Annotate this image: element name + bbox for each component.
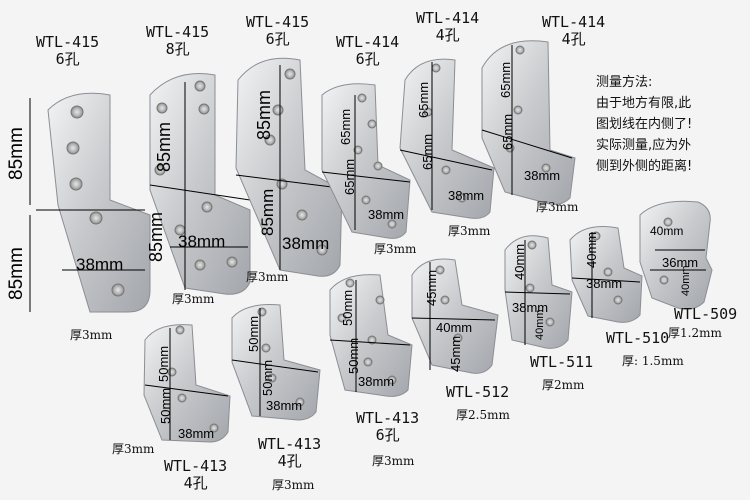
measure-9-leg2: 50mm [346, 337, 361, 374]
thickness-10: 厚2.5mm [456, 408, 510, 422]
measure-5-leg2: 65mm [420, 133, 435, 170]
thickness-2: 厚3mm [172, 292, 215, 306]
thickness-12: 厚: 1.5mm [622, 354, 684, 368]
measure-7-leg1: 50mm [156, 345, 171, 382]
measure-5-leg1: 65mm [416, 81, 431, 118]
measure-6-leg2: 65mm [500, 113, 515, 150]
thickness-5: 厚3mm [448, 224, 491, 238]
model-label-11: WTL-511 [530, 353, 594, 371]
thickness-4: 厚3mm [374, 242, 417, 256]
model-label-12: WTL-510 [606, 329, 670, 347]
thickness-13: 厚1.2mm [668, 326, 722, 340]
bracket-wtl415-8hole [149, 73, 251, 295]
note-line: 实际测量,应为外 [596, 138, 692, 153]
measure-5-width: 38mm [448, 188, 485, 203]
measure-3-width: 38mm [282, 234, 330, 253]
measure-4-width: 38mm [368, 207, 405, 222]
bracket-wtl509 [639, 200, 713, 310]
thickness-1: 厚3mm [70, 328, 113, 342]
measurement-note: 测量方法: 由于地方有限,此 图划线在内侧了! 实际测量,应为外 侧到外侧的距离… [596, 72, 746, 177]
thickness-11: 厚2mm [542, 378, 585, 392]
measure-10-leg2: 45mm [448, 335, 463, 372]
measure-13-width: 36mm [662, 255, 699, 270]
bracket-wtl415-6hole-b [235, 57, 343, 277]
measure-8-width: 38mm [266, 398, 303, 413]
bracket-wtl512 [411, 258, 499, 374]
measure-2-width: 38mm [178, 232, 226, 251]
measure-2-leg1: 85mm [154, 121, 174, 172]
measure-1-width: 38mm [76, 255, 124, 274]
thickness-9: 厚3mm [372, 454, 415, 468]
measure-12-width: 38mm [586, 276, 623, 291]
measure-12-leg1: 40mm [584, 231, 599, 268]
measure-9-width: 38mm [358, 374, 395, 389]
measure-3-leg1: 85mm [254, 89, 274, 140]
measure-4-leg1: 65mm [338, 108, 353, 145]
thickness-3: 厚3mm [246, 270, 289, 284]
measure-13-leg1: 40mm [650, 224, 684, 238]
measure-11-leg1: 40mm [512, 243, 527, 280]
bracket-wtl415-6hole [29, 92, 151, 313]
measure-7-leg2: 50mm [158, 387, 173, 424]
measure-9-leg1: 50mm [340, 289, 355, 326]
thickness-6: 厚3mm [536, 200, 579, 214]
note-line: 由于地方有限,此 [596, 96, 692, 111]
measure-8-leg1: 50mm [246, 315, 261, 352]
bracket-wtl414-4hole-b [481, 40, 576, 205]
bracket-wtl510 [569, 226, 643, 323]
thickness-8: 厚3mm [272, 478, 315, 492]
measure-7-width: 38mm [178, 426, 215, 441]
measure-1-leg2: 85mm [6, 247, 27, 300]
bracket-wtl414-4hole [399, 58, 495, 219]
bracket-wtl413-6hole [329, 274, 413, 397]
measure-3-leg2: 85mm [258, 188, 277, 236]
measure-8-leg2: 50mm [260, 359, 275, 396]
measure-4-leg2: 65mm [342, 158, 357, 195]
measure-10-leg1: 45mm [424, 269, 439, 306]
model-label-10: WTL-512 [446, 383, 510, 401]
measure-11-width: 38mm [512, 300, 549, 315]
bracket-wtl413-4hole-b [231, 304, 321, 421]
bracket-wtl511 [504, 235, 573, 349]
bracket-wtl413-4hole [143, 324, 231, 443]
note-line: 侧到外侧的距离! [596, 159, 693, 174]
measure-10-width: 40mm [436, 320, 473, 335]
measure-13-leg2: 40mm [680, 265, 692, 296]
measure-6-width: 38mm [524, 168, 561, 183]
model-label-13: WTL-509 [674, 305, 738, 323]
measure-1-leg1: 85mm [6, 127, 27, 180]
bracket-wtl414-6hole [321, 83, 411, 239]
measure-6-leg1: 65mm [498, 61, 513, 98]
thickness-7: 厚3mm [112, 442, 155, 456]
note-title: 测量方法: [596, 75, 653, 90]
note-line: 图划线在内侧了! [596, 117, 693, 132]
measure-2-leg2: 85mm [146, 211, 166, 262]
